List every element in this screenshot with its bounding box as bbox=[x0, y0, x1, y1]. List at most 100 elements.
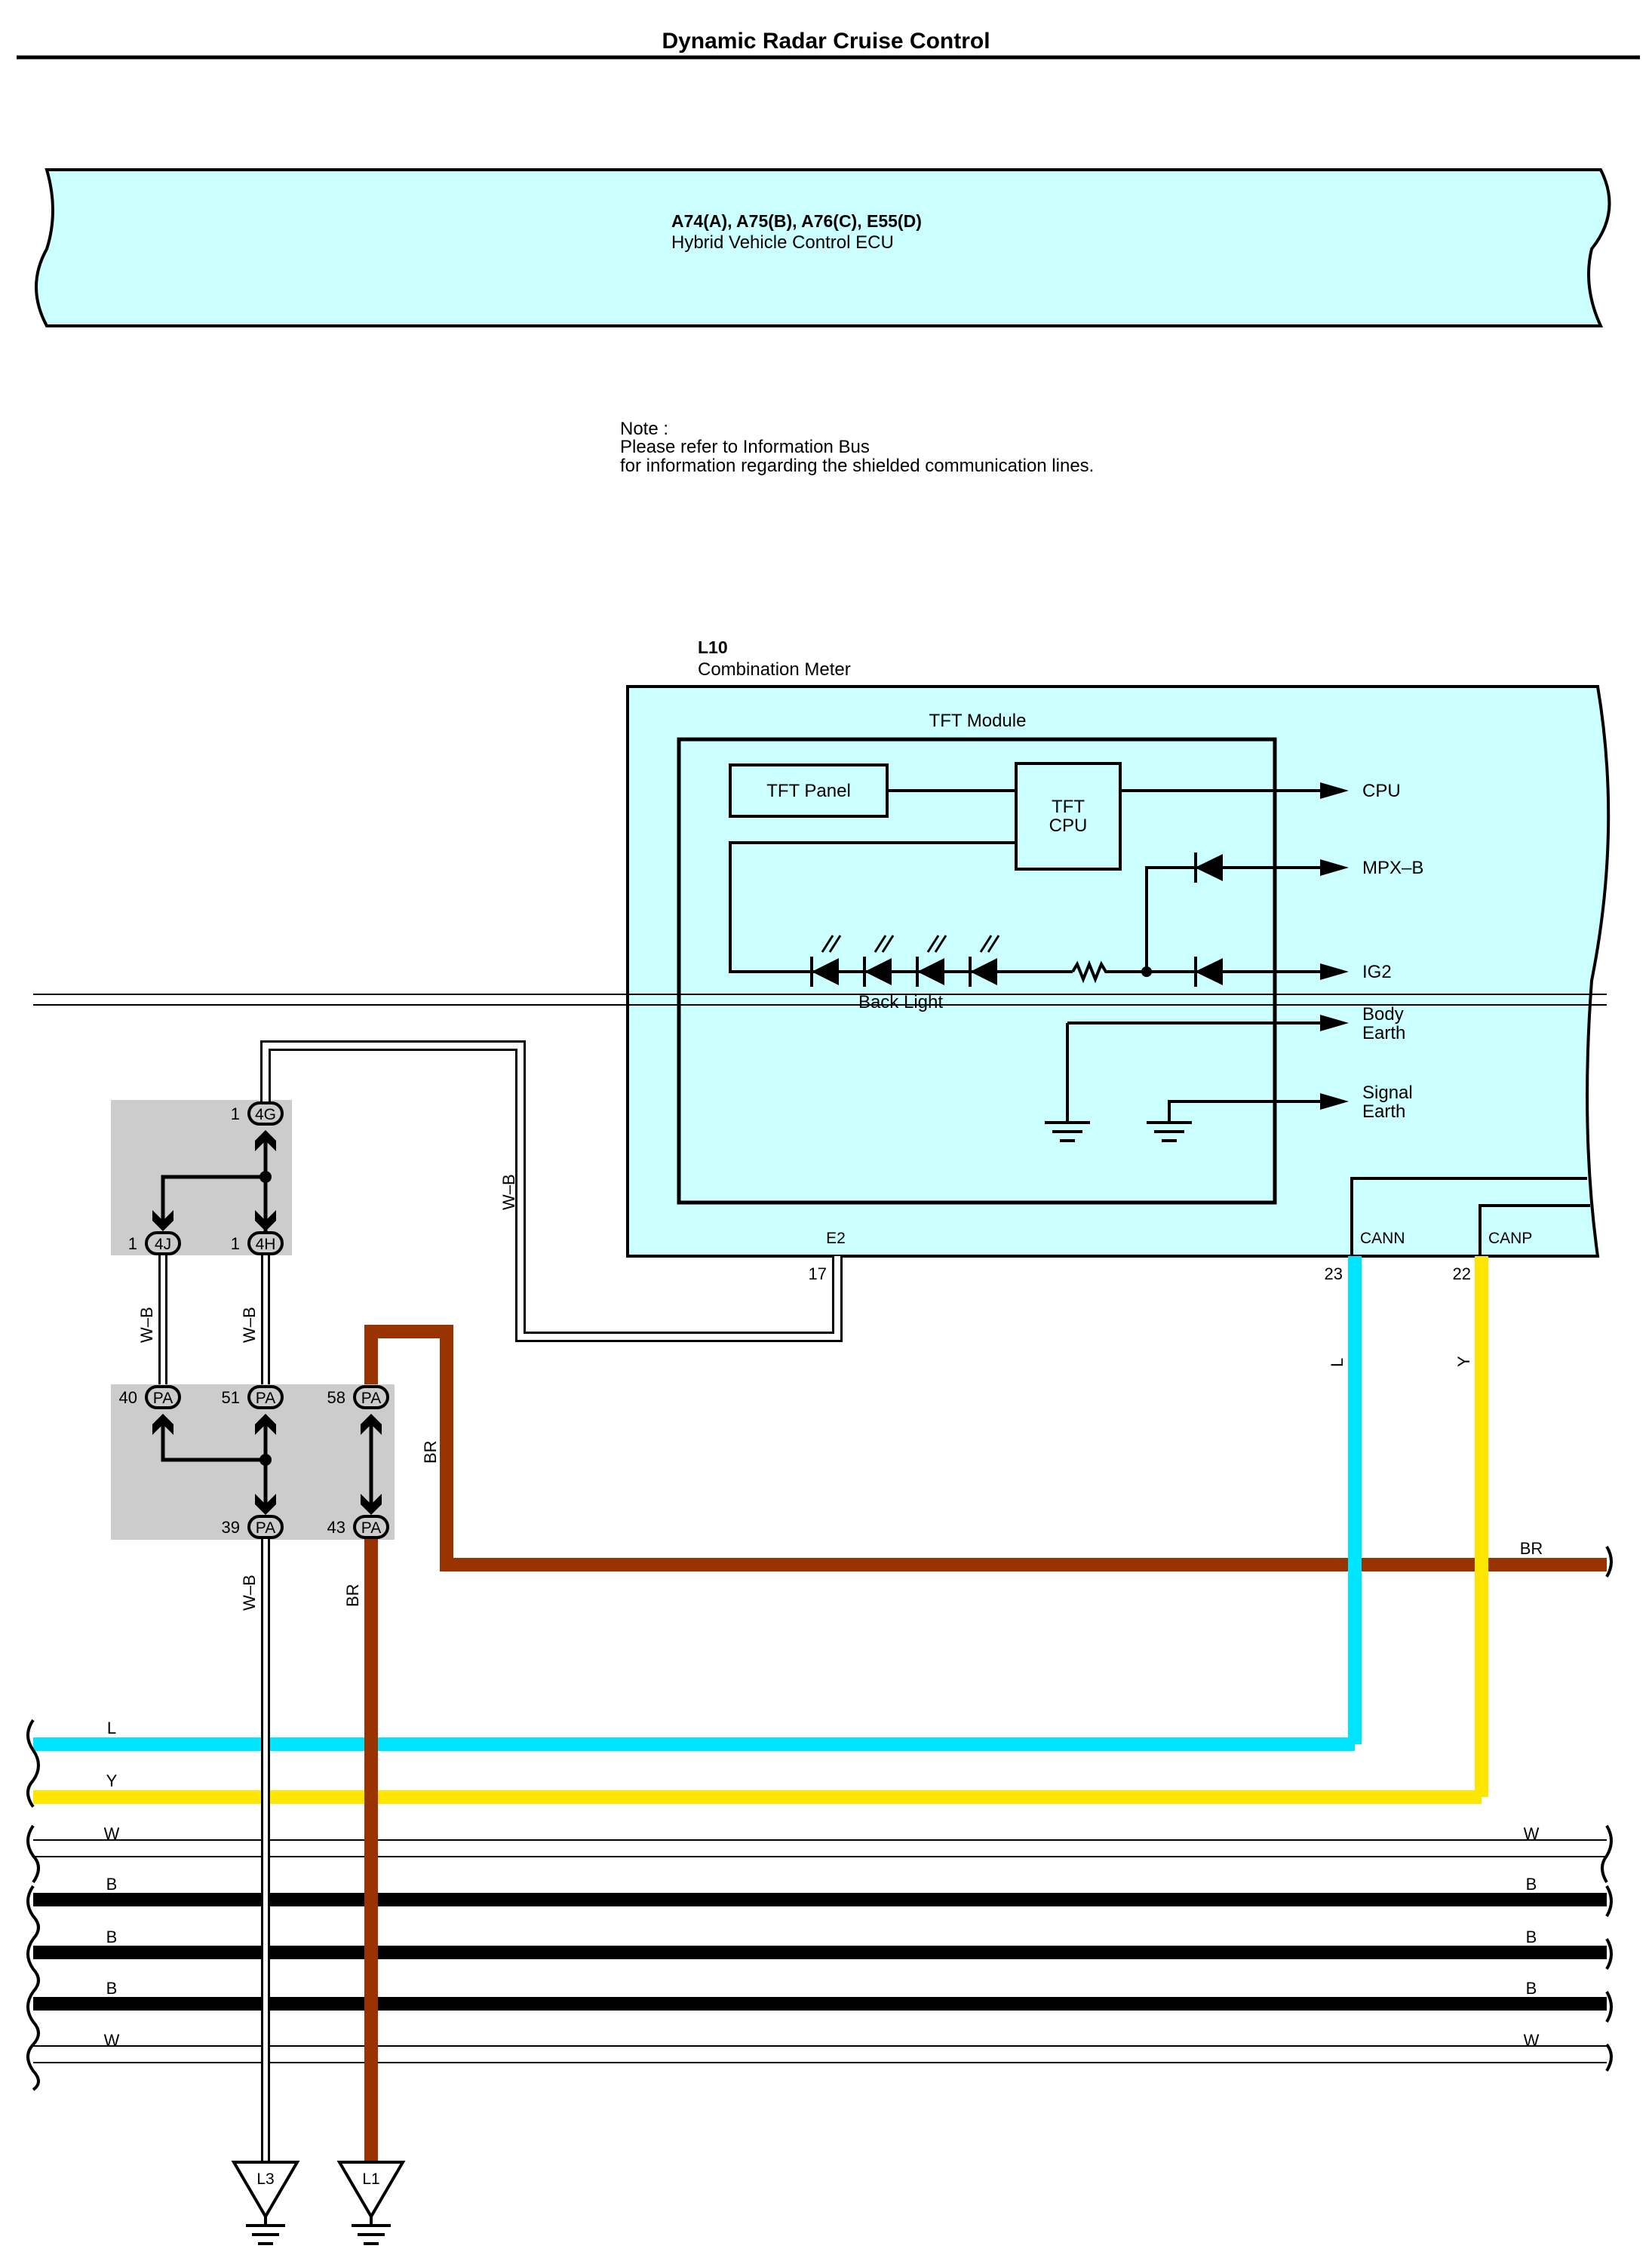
svg-text:51: 51 bbox=[222, 1388, 240, 1407]
canp-terminal-box bbox=[1479, 1204, 1590, 1256]
svg-text:PA: PA bbox=[153, 1390, 173, 1407]
ecu-name: Hybrid Vehicle Control ECU bbox=[671, 232, 894, 253]
tft-module-label: TFT Module bbox=[929, 711, 1027, 731]
ground-point-l3: L3 bbox=[231, 2161, 300, 2245]
svg-text:4G: 4G bbox=[255, 1106, 276, 1123]
wire-label-w-bus-1-right: W bbox=[1524, 1824, 1540, 1843]
break-marks-right bbox=[1601, 1545, 1613, 2072]
output-signal-earth-2: Earth bbox=[1362, 1101, 1405, 1122]
terminal-canp-name: CANP bbox=[1488, 1230, 1532, 1247]
wire-label-br-58: BR bbox=[421, 1440, 440, 1464]
svg-text:43: 43 bbox=[327, 1518, 345, 1537]
note-line-2: Please refer to Information Bus bbox=[620, 437, 870, 457]
wire-label-l-bus: L bbox=[107, 1719, 116, 1737]
svg-text:1: 1 bbox=[231, 1234, 240, 1253]
wire-wb-junction bbox=[158, 1132, 373, 2173]
connector-4j: 4J 1 bbox=[128, 1231, 181, 1255]
wire-label-b-bus-1-left: B bbox=[106, 1875, 118, 1894]
terminal-cann-name: CANN bbox=[1360, 1230, 1405, 1247]
wire-label-l-vertical: L bbox=[1328, 1358, 1346, 1367]
wire-label-br-right: BR bbox=[1520, 1539, 1543, 1558]
svg-text:39: 39 bbox=[222, 1518, 240, 1537]
resistor bbox=[1071, 960, 1109, 984]
svg-text:40: 40 bbox=[119, 1388, 137, 1407]
tft-panel-label: TFT Panel bbox=[766, 781, 851, 801]
ecu-box bbox=[35, 168, 1611, 327]
wire-w-bus-1 bbox=[33, 1839, 1607, 1857]
ecu-connectors: A74(A), A75(B), A76(C), E55(D) bbox=[671, 211, 922, 231]
output-arrows bbox=[1320, 782, 1349, 1110]
wire-label-b-bus-2-left: B bbox=[106, 1928, 118, 1946]
svg-text:L3: L3 bbox=[256, 2170, 274, 2188]
diode-mpxb bbox=[1194, 852, 1223, 883]
output-ig2: IG2 bbox=[1362, 962, 1392, 982]
wire-w-bus-2 bbox=[33, 2045, 1607, 2063]
ground-icon bbox=[1045, 1121, 1090, 1142]
wire-label-br-43: BR bbox=[343, 1584, 362, 1607]
svg-text:1: 1 bbox=[128, 1234, 137, 1253]
wire-label-b-bus-1-right: B bbox=[1526, 1875, 1537, 1894]
wire-label-wb-4h: W–B bbox=[240, 1307, 259, 1343]
output-body-earth-1: Body bbox=[1362, 1004, 1404, 1025]
ground-icon bbox=[1147, 1121, 1192, 1142]
harness-lines bbox=[33, 994, 1607, 1006]
led-icon bbox=[969, 935, 1000, 987]
tft-cpu-label-1: TFT bbox=[1052, 797, 1085, 817]
wire-label-w-bus-2-left: W bbox=[104, 2031, 120, 2050]
wire-br-main bbox=[364, 1325, 1607, 1571]
output-body-earth-2: Earth bbox=[1362, 1023, 1405, 1043]
svg-text:PA: PA bbox=[361, 1390, 381, 1407]
connector-4g: 4G 1 bbox=[231, 1101, 284, 1126]
wire-label-wb-shield: W–B bbox=[499, 1174, 518, 1210]
wire-label-wb-4j: W–B bbox=[137, 1307, 156, 1343]
wire-label-b-bus-2-right: B bbox=[1526, 1928, 1537, 1946]
meter-code: L10 bbox=[698, 637, 728, 657]
led-icon bbox=[916, 935, 947, 987]
connector-pa-58: PA 58 bbox=[327, 1385, 389, 1409]
svg-text:L1: L1 bbox=[362, 2170, 379, 2188]
cann-terminal-box bbox=[1350, 1177, 1587, 1256]
wire-label-w-bus-2-right: W bbox=[1524, 2031, 1540, 2050]
ground-point-l1: L1 bbox=[336, 2161, 406, 2245]
connector-pa-39: PA 39 bbox=[222, 1515, 284, 1539]
break-marks-left bbox=[26, 1719, 40, 2091]
led-icon bbox=[863, 935, 895, 987]
junction-dot bbox=[259, 1454, 272, 1466]
terminal-e2-pin: 17 bbox=[809, 1264, 827, 1283]
note: Note : Please refer to Information Bus f… bbox=[620, 419, 1094, 476]
note-line-3: for information regarding the shielded c… bbox=[620, 456, 1094, 476]
wire-label-b-bus-3-left: B bbox=[106, 1979, 118, 1998]
junction-arrows bbox=[152, 1130, 382, 1515]
connector-pa-40: PA 40 bbox=[119, 1385, 181, 1409]
back-light-label: Back Light bbox=[858, 992, 943, 1012]
output-mpxb: MPX–B bbox=[1362, 858, 1423, 878]
terminal-e2-name: E2 bbox=[826, 1230, 846, 1247]
tft-cpu-box bbox=[1015, 762, 1122, 871]
svg-text:58: 58 bbox=[327, 1388, 345, 1407]
tft-cpu-label-2: CPU bbox=[1049, 816, 1088, 836]
led-icon bbox=[810, 935, 842, 987]
wire-label-wb-39: W–B bbox=[240, 1574, 259, 1611]
output-signal-earth-1: Signal bbox=[1362, 1083, 1413, 1103]
svg-text:PA: PA bbox=[361, 1519, 381, 1537]
wire-label-y-vertical: Y bbox=[1454, 1356, 1473, 1367]
wire-wb-shielded bbox=[260, 1040, 843, 1342]
connector-4h: 4H 1 bbox=[231, 1231, 284, 1255]
svg-text:PA: PA bbox=[256, 1519, 275, 1537]
wire-label-b-bus-3-right: B bbox=[1526, 1979, 1537, 1998]
svg-text:1: 1 bbox=[231, 1104, 240, 1123]
backlight-leds bbox=[810, 935, 1000, 987]
svg-text:4J: 4J bbox=[155, 1236, 171, 1253]
wire-label-w-bus-1-left: W bbox=[104, 1824, 120, 1843]
junction-dot-ig2 bbox=[1141, 966, 1152, 977]
output-cpu: CPU bbox=[1362, 781, 1401, 801]
terminal-canp-pin: 22 bbox=[1453, 1264, 1471, 1283]
meter-name: Combination Meter bbox=[698, 659, 851, 680]
wire-label-y-bus: Y bbox=[106, 1771, 118, 1790]
diode-ig2 bbox=[1194, 957, 1223, 987]
connector-pa-43: PA 43 bbox=[327, 1515, 389, 1539]
junction-dot bbox=[259, 1171, 272, 1183]
connector-pa-51: PA 51 bbox=[222, 1385, 284, 1409]
junction-block-lower bbox=[111, 1384, 395, 1540]
